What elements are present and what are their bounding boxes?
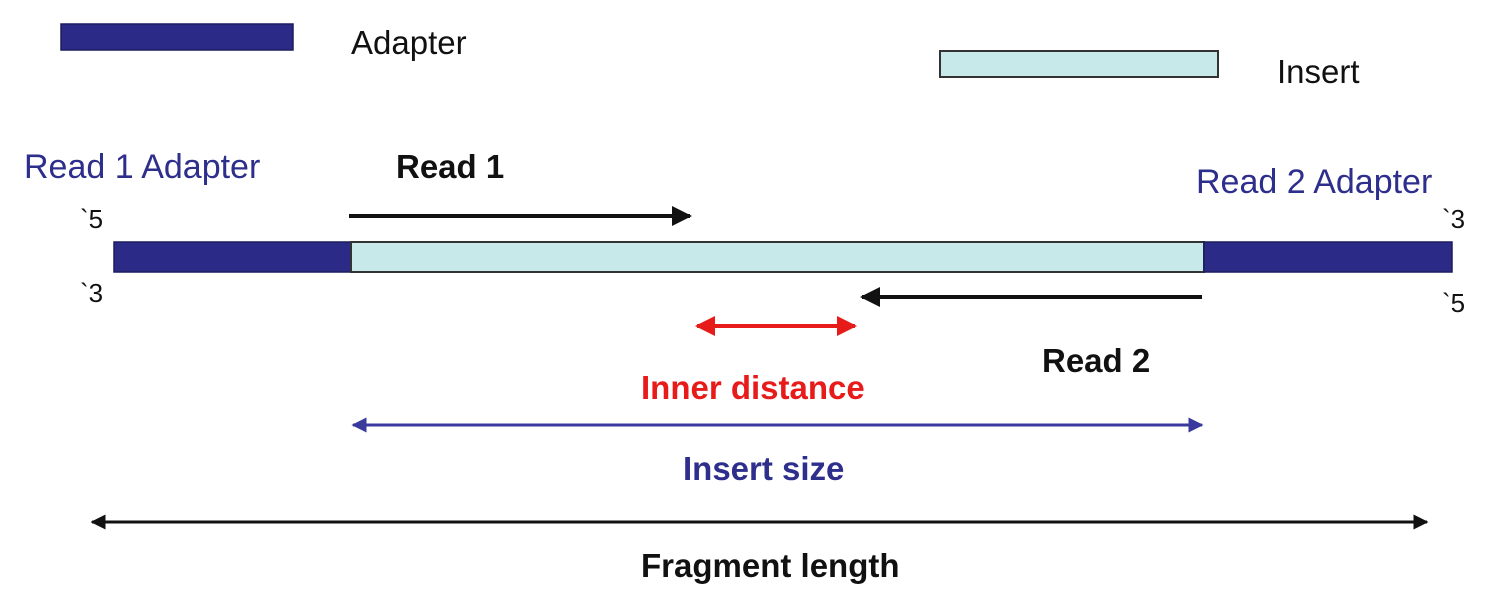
- read2-adapter-label: Read 2 Adapter: [1196, 163, 1433, 201]
- bottom-right-end-label: `5: [1442, 288, 1466, 318]
- insert-size-label: Insert size: [683, 450, 845, 487]
- top-right-end-label: `3: [1442, 204, 1466, 234]
- insert-segment: [350, 241, 1205, 273]
- fragment-length-label: Fragment length: [641, 547, 900, 584]
- legend-adapter-label: Adapter: [351, 24, 467, 61]
- read1-adapter-label: Read 1 Adapter: [24, 148, 261, 186]
- legend-adapter-swatch: [60, 23, 294, 51]
- legend-insert-label: Insert: [1277, 53, 1360, 90]
- bottom-left-end-label: `3: [80, 278, 104, 308]
- inner-distance-label: Inner distance: [641, 369, 865, 406]
- read2-label: Read 2: [1042, 342, 1151, 379]
- legend-insert-swatch: [939, 50, 1219, 78]
- left-adapter-segment: [113, 241, 353, 273]
- top-left-end-label: `5: [80, 204, 104, 234]
- read1-label: Read 1: [396, 148, 505, 185]
- right-adapter-segment: [1203, 241, 1453, 273]
